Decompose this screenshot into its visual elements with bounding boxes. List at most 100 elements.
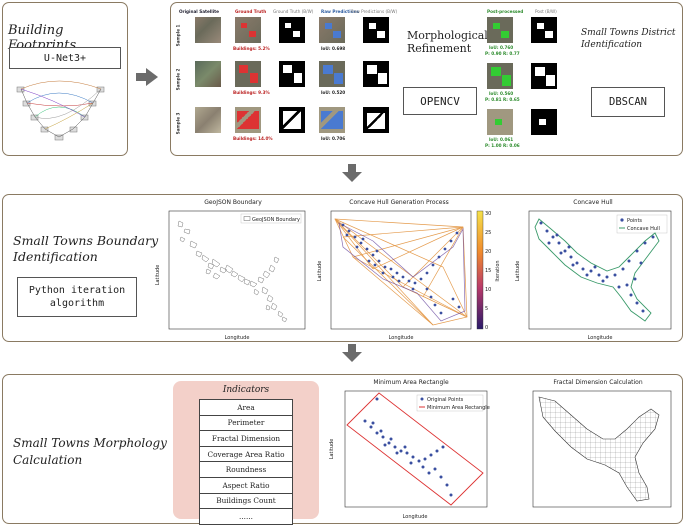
col-ground-truth: Ground Truth bbox=[235, 9, 267, 14]
indicators-title: Indicators bbox=[222, 385, 270, 395]
cbar-tick-0: 0 bbox=[485, 325, 488, 331]
indicators-table: Area Perimeter Fractal Dimension Coverag… bbox=[199, 399, 293, 525]
post-3-pr: P: 1.00 R: 0.06 bbox=[485, 143, 520, 148]
geojson-xlabel: Longitude bbox=[225, 335, 250, 341]
indicators-card: Indicators Area Perimeter Fractal Dimens… bbox=[173, 381, 319, 525]
morphological-refinement-panel: Original Satellite Ground Truth Ground T… bbox=[170, 2, 683, 156]
district-title-line2: Identification bbox=[581, 40, 643, 50]
arrow-down-icon-2 bbox=[342, 352, 362, 362]
min-area-rectangle-plot: Original Points Minimum Area Rectangle L… bbox=[329, 390, 490, 520]
sample-1-label: Sample 1 bbox=[175, 24, 181, 47]
sample-2-ground-truth-bw bbox=[279, 61, 305, 87]
post-3-bw bbox=[531, 109, 557, 135]
morphology-calculation-panel: Small Towns Morphology Calculation Indic… bbox=[2, 374, 683, 525]
legend-min-area-rect: Minimum Area Rectangle bbox=[427, 405, 490, 411]
python-algorithm-box: Python iteration algorithm bbox=[17, 277, 137, 317]
arrow-down-shaft-1 bbox=[348, 164, 356, 172]
concave-hull-plot: Points Concave Hull Longitude Latitude bbox=[515, 210, 672, 341]
cbar-tick-5: 5 bbox=[485, 306, 488, 312]
morph-title-line2: Refinement bbox=[407, 42, 472, 55]
sample-3-raw-prediction-bw bbox=[363, 107, 389, 133]
legend-points: Points bbox=[627, 218, 642, 224]
sample-1-ground-truth-image bbox=[235, 17, 261, 43]
unet-model-box: U-Net3+ bbox=[9, 47, 121, 69]
post-2-image bbox=[487, 63, 513, 89]
sample-2-raw-prediction-image bbox=[319, 61, 345, 87]
unet-architecture-diagram bbox=[16, 80, 105, 141]
hull-process-xlabel: Longitude bbox=[389, 335, 414, 341]
sample-1-satellite-image bbox=[195, 17, 221, 43]
district-identification-title: Small Towns District Identification bbox=[581, 27, 676, 51]
post-1-bw bbox=[531, 17, 557, 43]
cbar-tick-20: 20 bbox=[485, 249, 491, 255]
fractal-plot-title: Fractal Dimension Calculation bbox=[553, 379, 643, 386]
morph-title-line1: Morphological bbox=[407, 29, 488, 42]
col-ground-truth-bw: Ground Truth (B/W) bbox=[273, 9, 314, 14]
geojson-plot-title: GeoJSON Boundary bbox=[204, 199, 262, 206]
arrow-shaft-1 bbox=[136, 73, 146, 81]
sample-3-label: Sample 3 bbox=[175, 112, 181, 135]
post-3-image bbox=[487, 109, 513, 135]
morphology-title: Small Towns Morphology Calculation bbox=[13, 435, 167, 469]
sample-3-raw-prediction-image bbox=[319, 107, 345, 133]
boundary-title: Small Towns Boundary Identification bbox=[13, 233, 158, 265]
sample-3-ground-truth-image bbox=[235, 107, 261, 133]
col-original-satellite: Original Satellite bbox=[179, 9, 220, 14]
geojson-ylabel: Latitude bbox=[155, 265, 161, 286]
fractal-dimension-plot bbox=[532, 390, 672, 508]
indicator-aspect-ratio: Aspect Ratio bbox=[199, 477, 293, 494]
boundary-identification-panel: Small Towns Boundary Identification Pyth… bbox=[2, 194, 683, 342]
hull-process-ylabel: Latitude bbox=[317, 261, 323, 282]
morphology-title-line1: Small Towns Morphology bbox=[13, 436, 167, 450]
concave-hull-ylabel: Latitude bbox=[515, 261, 521, 282]
indicator-perimeter: Perimeter bbox=[199, 415, 293, 432]
boundary-title-line1: Small Towns Boundary bbox=[13, 233, 159, 248]
hull-process-plot-title: Concave Hull Generation Process bbox=[349, 199, 449, 206]
indicator-buildings-count: Buildings Count bbox=[199, 493, 293, 510]
post-3-iou: IoU: 0.061 bbox=[489, 137, 514, 142]
algo-line1: Python iteration bbox=[28, 285, 126, 296]
col-post-processed: Post-processed bbox=[487, 9, 524, 14]
indicator-coverage-area-ratio: Coverage Area Ratio bbox=[199, 446, 293, 463]
cbar-tick-10: 10 bbox=[485, 287, 491, 293]
sample-2-buildings-pct: Buildings: 9.3% bbox=[233, 90, 270, 95]
sample-3-ground-truth-bw bbox=[279, 107, 305, 133]
arrow-right-icon bbox=[146, 68, 158, 86]
post-1-iou: IoU: 0.760 bbox=[489, 45, 514, 50]
indicator-fractal-dimension: Fractal Dimension bbox=[199, 431, 293, 447]
post-1-pr: P: 0.90 R: 0.77 bbox=[485, 51, 520, 56]
geojson-boundary-plot: GeoJSON Boundary Longitude Latitude bbox=[155, 210, 306, 341]
col-post-bw: Post (B/W) bbox=[535, 9, 557, 14]
sample-1-buildings-pct: Buildings: 5.2% bbox=[233, 46, 270, 51]
cbar-tick-15: 15 bbox=[485, 268, 491, 274]
indicator-roundness: Roundness bbox=[199, 462, 293, 478]
min-rect-xlabel: Longitude bbox=[403, 514, 428, 520]
sample-1-iou: IoU: 0.698 bbox=[321, 46, 346, 51]
min-rect-plot-title: Minimum Area Rectangle bbox=[373, 379, 449, 386]
concave-hull-xlabel: Longitude bbox=[588, 335, 613, 341]
indicator-area: Area bbox=[199, 400, 293, 416]
sample-2-iou: IoU: 0.520 bbox=[321, 90, 346, 95]
arrow-down-shaft-2 bbox=[348, 344, 356, 352]
cbar-tick-25: 25 bbox=[485, 230, 491, 236]
building-footprints-panel: Building Footprints U-Net3+ bbox=[2, 2, 128, 156]
sample-3-satellite-image bbox=[195, 107, 221, 133]
geojson-legend: GeoJSON Boundary bbox=[252, 217, 300, 223]
opencv-box: OPENCV bbox=[403, 87, 477, 115]
sample-2-label: Sample 2 bbox=[175, 68, 181, 91]
hull-generation-plot: 30 25 20 15 10 5 0 Iteration Longitude L… bbox=[317, 210, 501, 341]
district-title-line1: Small Towns District bbox=[581, 28, 676, 38]
arrow-down-icon bbox=[342, 172, 362, 182]
legend-original-points: Original Points bbox=[427, 397, 464, 403]
sample-1-raw-prediction-bw bbox=[363, 17, 389, 43]
sample-2-ground-truth-image bbox=[235, 61, 261, 87]
cbar-label: Iteration bbox=[495, 260, 501, 281]
sample-2-satellite-image bbox=[195, 61, 221, 87]
algo-line2: algorithm bbox=[49, 298, 105, 309]
dbscan-box: DBSCAN bbox=[591, 87, 665, 117]
morphology-title-line2: Calculation bbox=[13, 453, 83, 467]
col-raw-predictions: Raw Predictions bbox=[321, 9, 360, 14]
indicator-more: ...... bbox=[199, 509, 293, 525]
col-raw-predictions-bw: Raw Predictions (B/W) bbox=[351, 9, 398, 14]
post-1-image bbox=[487, 17, 513, 43]
